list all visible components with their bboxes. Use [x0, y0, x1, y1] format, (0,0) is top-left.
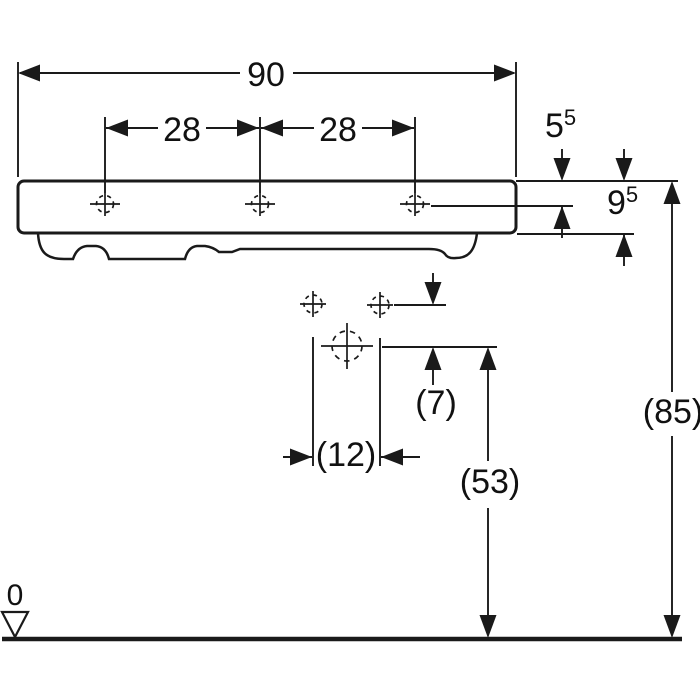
- arrowhead-down: [479, 615, 497, 638]
- dim-front-height-label: 95: [607, 182, 638, 222]
- arrowhead-up: [424, 347, 442, 370]
- dim-fixing-to-drain: (7): [415, 273, 457, 422]
- dim-rim-height-label: (85): [643, 393, 700, 431]
- dim-tap-spacing-left-label: 28: [163, 111, 201, 149]
- dim-value-superscript: 5: [626, 182, 638, 207]
- hole-dashed-circle: [370, 295, 390, 315]
- arrowhead-down: [424, 282, 442, 305]
- dim-tap-spacing-right-label: 28: [319, 111, 357, 149]
- basin-front-view: [16, 179, 518, 261]
- floor-datum: 0: [0, 579, 682, 642]
- dim-drain-height-label: (53): [460, 463, 520, 501]
- dim-value-superscript: 5: [564, 105, 576, 130]
- dim-fixing-spacing: (12): [283, 337, 420, 474]
- dim-tap-spacing: 28 28: [104, 111, 416, 193]
- dim-rim-to-taphole: 55: [545, 105, 576, 238]
- arrowhead-left: [18, 64, 40, 82]
- dim-front-height: 95: [607, 149, 638, 266]
- dim-overall-width: 90: [17, 56, 517, 177]
- hole-dashed-circle: [95, 194, 115, 214]
- hole-dashed-circle: [250, 194, 270, 214]
- arrowhead-up: [479, 347, 497, 370]
- hole-dashed-circle: [303, 294, 323, 314]
- arrowhead-right: [290, 448, 312, 466]
- dim-rim-to-taphole-label: 55: [545, 105, 576, 145]
- arrowhead-up: [553, 206, 571, 229]
- arrowhead-left: [261, 119, 283, 137]
- tap-hole-marker-left: [90, 193, 120, 216]
- arrowhead-right: [392, 119, 414, 137]
- basin-body-outline: [16, 179, 518, 235]
- fixing-hole-marker-right: [367, 292, 393, 318]
- hole-dashed-circle: [331, 330, 363, 362]
- arrowhead-left: [106, 119, 128, 137]
- floor-datum-label: 0: [7, 579, 24, 612]
- fixing-hole-marker-left: [300, 291, 326, 317]
- dim-rim-height: (85): [643, 181, 700, 638]
- arrowhead-up: [615, 234, 633, 257]
- arrowhead-right: [494, 64, 516, 82]
- zero-level-marker-icon: [0, 610, 30, 640]
- dim-drain-height: (53): [460, 347, 520, 638]
- arrowhead-down: [615, 158, 633, 181]
- dim-overall-width-label: 90: [247, 56, 285, 94]
- dim-value-base: 9: [607, 184, 626, 222]
- arrowhead-down: [663, 615, 681, 638]
- dim-fixing-spacing-label: (12): [316, 436, 376, 474]
- arrowhead-right: [237, 119, 259, 137]
- tap-hole-marker-right: [400, 193, 430, 216]
- hole-dashed-circle: [405, 194, 425, 214]
- drain-hole-marker: [321, 323, 373, 369]
- dim-value-base: 5: [545, 107, 564, 145]
- dim-fixing-to-drain-label: (7): [415, 384, 457, 422]
- arrowhead-down: [553, 158, 571, 181]
- basin-underside-profile: [36, 232, 479, 261]
- tap-hole-marker-center: [245, 193, 275, 216]
- arrowhead-up: [663, 181, 681, 204]
